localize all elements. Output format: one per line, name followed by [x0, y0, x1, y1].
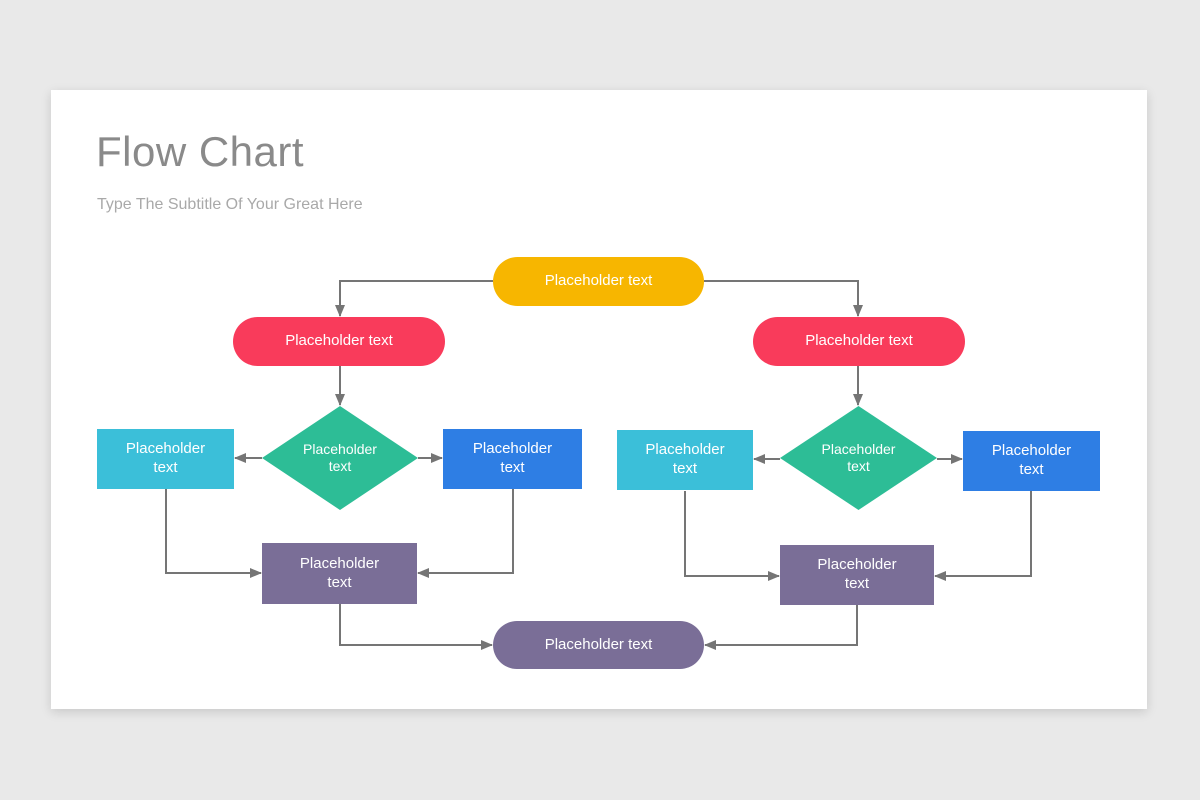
flow-node-label: Placeholder text — [303, 440, 377, 475]
flow-node-label: Placeholder text — [805, 332, 913, 350]
flow-node-left-option-b-rect[interactable]: Placeholder text — [443, 429, 582, 489]
flow-node-label: Placeholder text — [544, 635, 653, 653]
page-title[interactable]: Flow Chart — [96, 128, 305, 175]
slide-subtitle[interactable]: Type The Subtitle Of Your Great Here — [97, 196, 363, 213]
flow-node-branch-left-pill[interactable]: Placeholder text — [233, 317, 445, 366]
flow-node-label: Placeholder text — [125, 440, 206, 476]
flow-node-label: Placeholder text — [299, 554, 380, 591]
flow-node-label: Placeholder text — [645, 441, 725, 477]
flow-node-end-pill[interactable]: Placeholder text — [493, 621, 704, 669]
flow-node-label: Placeholder text — [472, 440, 553, 476]
flow-node-start-pill[interactable]: Placeholder text — [493, 257, 704, 306]
flow-node-merge-left-rect[interactable]: Placeholder text — [262, 543, 417, 604]
flow-node-label: Placeholder text — [817, 556, 897, 592]
slide-canvas: Flow Chart Type The Subtitle Of Your Gre… — [51, 90, 1147, 709]
flow-node-merge-right-rect[interactable]: Placeholder text — [780, 545, 934, 605]
flowchart-connectors — [165, 280, 1032, 650]
flow-node-label: Placeholder text — [821, 440, 896, 475]
flow-node-label: Placeholder text — [544, 272, 653, 290]
flow-node-right-option-a-rect[interactable]: Placeholder text — [617, 430, 753, 490]
flow-node-right-option-b-rect[interactable]: Placeholder text — [963, 431, 1100, 491]
flow-node-label: Placeholder text — [991, 442, 1072, 478]
flow-node-branch-right-pill[interactable]: Placeholder text — [753, 317, 965, 366]
flow-node-left-option-a-rect[interactable]: Placeholder text — [97, 429, 234, 489]
flow-node-label: Placeholder text — [285, 332, 393, 350]
